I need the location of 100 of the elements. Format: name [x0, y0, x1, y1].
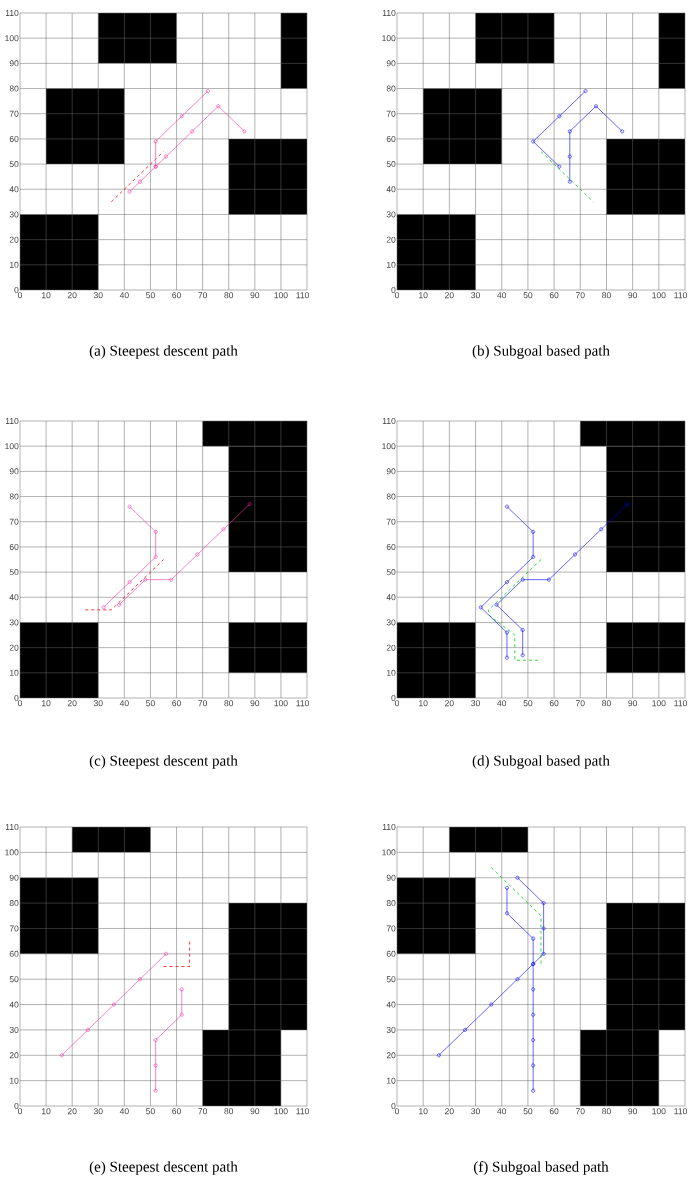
- tick-label: 30: [386, 211, 396, 218]
- tick-label: 30: [386, 619, 396, 626]
- tick-label: 90: [386, 60, 396, 67]
- tick-label: 80: [386, 493, 396, 500]
- tick-label: 20: [386, 1052, 396, 1059]
- tick-label: 0: [391, 287, 396, 293]
- tick-label: 10: [387, 1077, 396, 1084]
- tick-label: 20: [67, 292, 77, 299]
- tick-label: 100: [5, 35, 19, 42]
- tick-label: 110: [674, 700, 687, 707]
- tick-label: 100: [652, 700, 666, 707]
- tick-label: 100: [5, 443, 19, 450]
- tick-label: 80: [224, 1108, 234, 1115]
- tick-label: 10: [42, 1108, 51, 1115]
- tick-label: 0: [14, 695, 19, 701]
- tick-label: 100: [652, 292, 666, 299]
- tick-label: 110: [5, 418, 19, 424]
- tick-label: 110: [382, 824, 396, 830]
- caption: (c) Steepest descent path: [89, 755, 238, 769]
- tick-label: 20: [9, 1052, 19, 1059]
- tick-label: 0: [391, 1103, 396, 1109]
- tick-label: 0: [17, 700, 23, 707]
- tick-label: 80: [9, 900, 19, 907]
- tick-label: 10: [42, 292, 51, 299]
- tick-label: 20: [9, 236, 19, 243]
- tick-label: 0: [394, 1108, 400, 1115]
- tick-label: 50: [9, 161, 19, 168]
- tick-label: 60: [549, 700, 559, 707]
- tick-label: 70: [576, 1108, 585, 1115]
- tick-label: 20: [67, 700, 77, 707]
- tick-label: 10: [10, 1077, 19, 1084]
- tick-label: 100: [382, 443, 396, 450]
- tick-label: 50: [523, 292, 533, 299]
- tick-label: 20: [9, 644, 19, 651]
- tick-label: 60: [9, 135, 19, 142]
- tick-label: 40: [9, 594, 19, 601]
- tick-label: 80: [9, 493, 19, 500]
- tick-label: 30: [93, 292, 103, 299]
- tick-label: 110: [382, 418, 396, 424]
- tick-label: 90: [386, 468, 396, 475]
- tick-label: 20: [445, 700, 454, 707]
- caption: (e) Steepest descent path: [89, 1161, 238, 1175]
- tick-label: 40: [119, 1108, 129, 1115]
- caption: (b) Subgoal based path: [472, 345, 610, 359]
- tick-label: 80: [224, 700, 234, 707]
- tick-label: 40: [119, 700, 129, 707]
- tick-label: 70: [576, 292, 585, 299]
- tick-label: 40: [497, 700, 507, 707]
- tick-label: 10: [42, 700, 51, 707]
- tick-label: 100: [274, 292, 288, 299]
- tick-label: 60: [386, 950, 396, 957]
- tick-label: 30: [471, 292, 480, 299]
- tick-label: 10: [387, 261, 396, 268]
- tick-label: 100: [382, 849, 396, 856]
- tick-label: 110: [5, 824, 19, 830]
- tick-label: 20: [445, 292, 454, 299]
- tick-label: 90: [386, 874, 396, 881]
- tick-label: 0: [391, 695, 396, 701]
- tick-label: 40: [386, 186, 396, 193]
- tick-label: 20: [445, 1108, 454, 1115]
- tick-label: 100: [274, 700, 288, 707]
- tick-label: 110: [296, 1108, 309, 1115]
- tick-label: 90: [628, 1108, 638, 1115]
- tick-label: 30: [9, 1026, 19, 1033]
- tick-label: 110: [5, 10, 19, 16]
- caption: (a) Steepest descent path: [89, 345, 238, 359]
- caption: (f) Subgoal based path: [473, 1161, 609, 1175]
- tick-label: 100: [274, 1108, 288, 1115]
- tick-label: 70: [198, 292, 208, 299]
- tick-label: 70: [9, 518, 19, 525]
- tick-label: 70: [198, 1108, 208, 1115]
- tick-label: 110: [382, 10, 396, 16]
- tick-label: 50: [9, 976, 19, 983]
- tick-label: 100: [382, 35, 396, 42]
- tick-label: 50: [146, 1108, 155, 1115]
- tick-label: 50: [9, 569, 19, 576]
- tick-label: 10: [10, 669, 19, 676]
- tick-label: 110: [296, 700, 309, 707]
- tick-label: 30: [93, 1108, 103, 1115]
- tick-label: 30: [386, 1026, 396, 1033]
- tick-label: 90: [250, 700, 260, 707]
- tick-label: 30: [471, 1108, 480, 1115]
- tick-label: 90: [628, 700, 638, 707]
- tick-label: 80: [224, 292, 234, 299]
- tick-label: 10: [419, 700, 428, 707]
- tick-label: 30: [9, 619, 19, 626]
- tick-label: 50: [386, 161, 396, 168]
- tick-label: 20: [386, 644, 396, 651]
- tick-label: 0: [394, 700, 400, 707]
- tick-label: 60: [386, 543, 396, 550]
- tick-label: 40: [386, 594, 396, 601]
- tick-label: 40: [386, 1001, 396, 1008]
- tick-label: 0: [17, 1108, 23, 1115]
- tick-label: 10: [387, 669, 396, 676]
- tick-label: 50: [146, 700, 155, 707]
- tick-label: 40: [119, 292, 129, 299]
- tick-label: 70: [9, 925, 19, 932]
- tick-label: 50: [386, 569, 396, 576]
- tick-label: 50: [523, 1108, 533, 1115]
- tick-label: 90: [628, 292, 638, 299]
